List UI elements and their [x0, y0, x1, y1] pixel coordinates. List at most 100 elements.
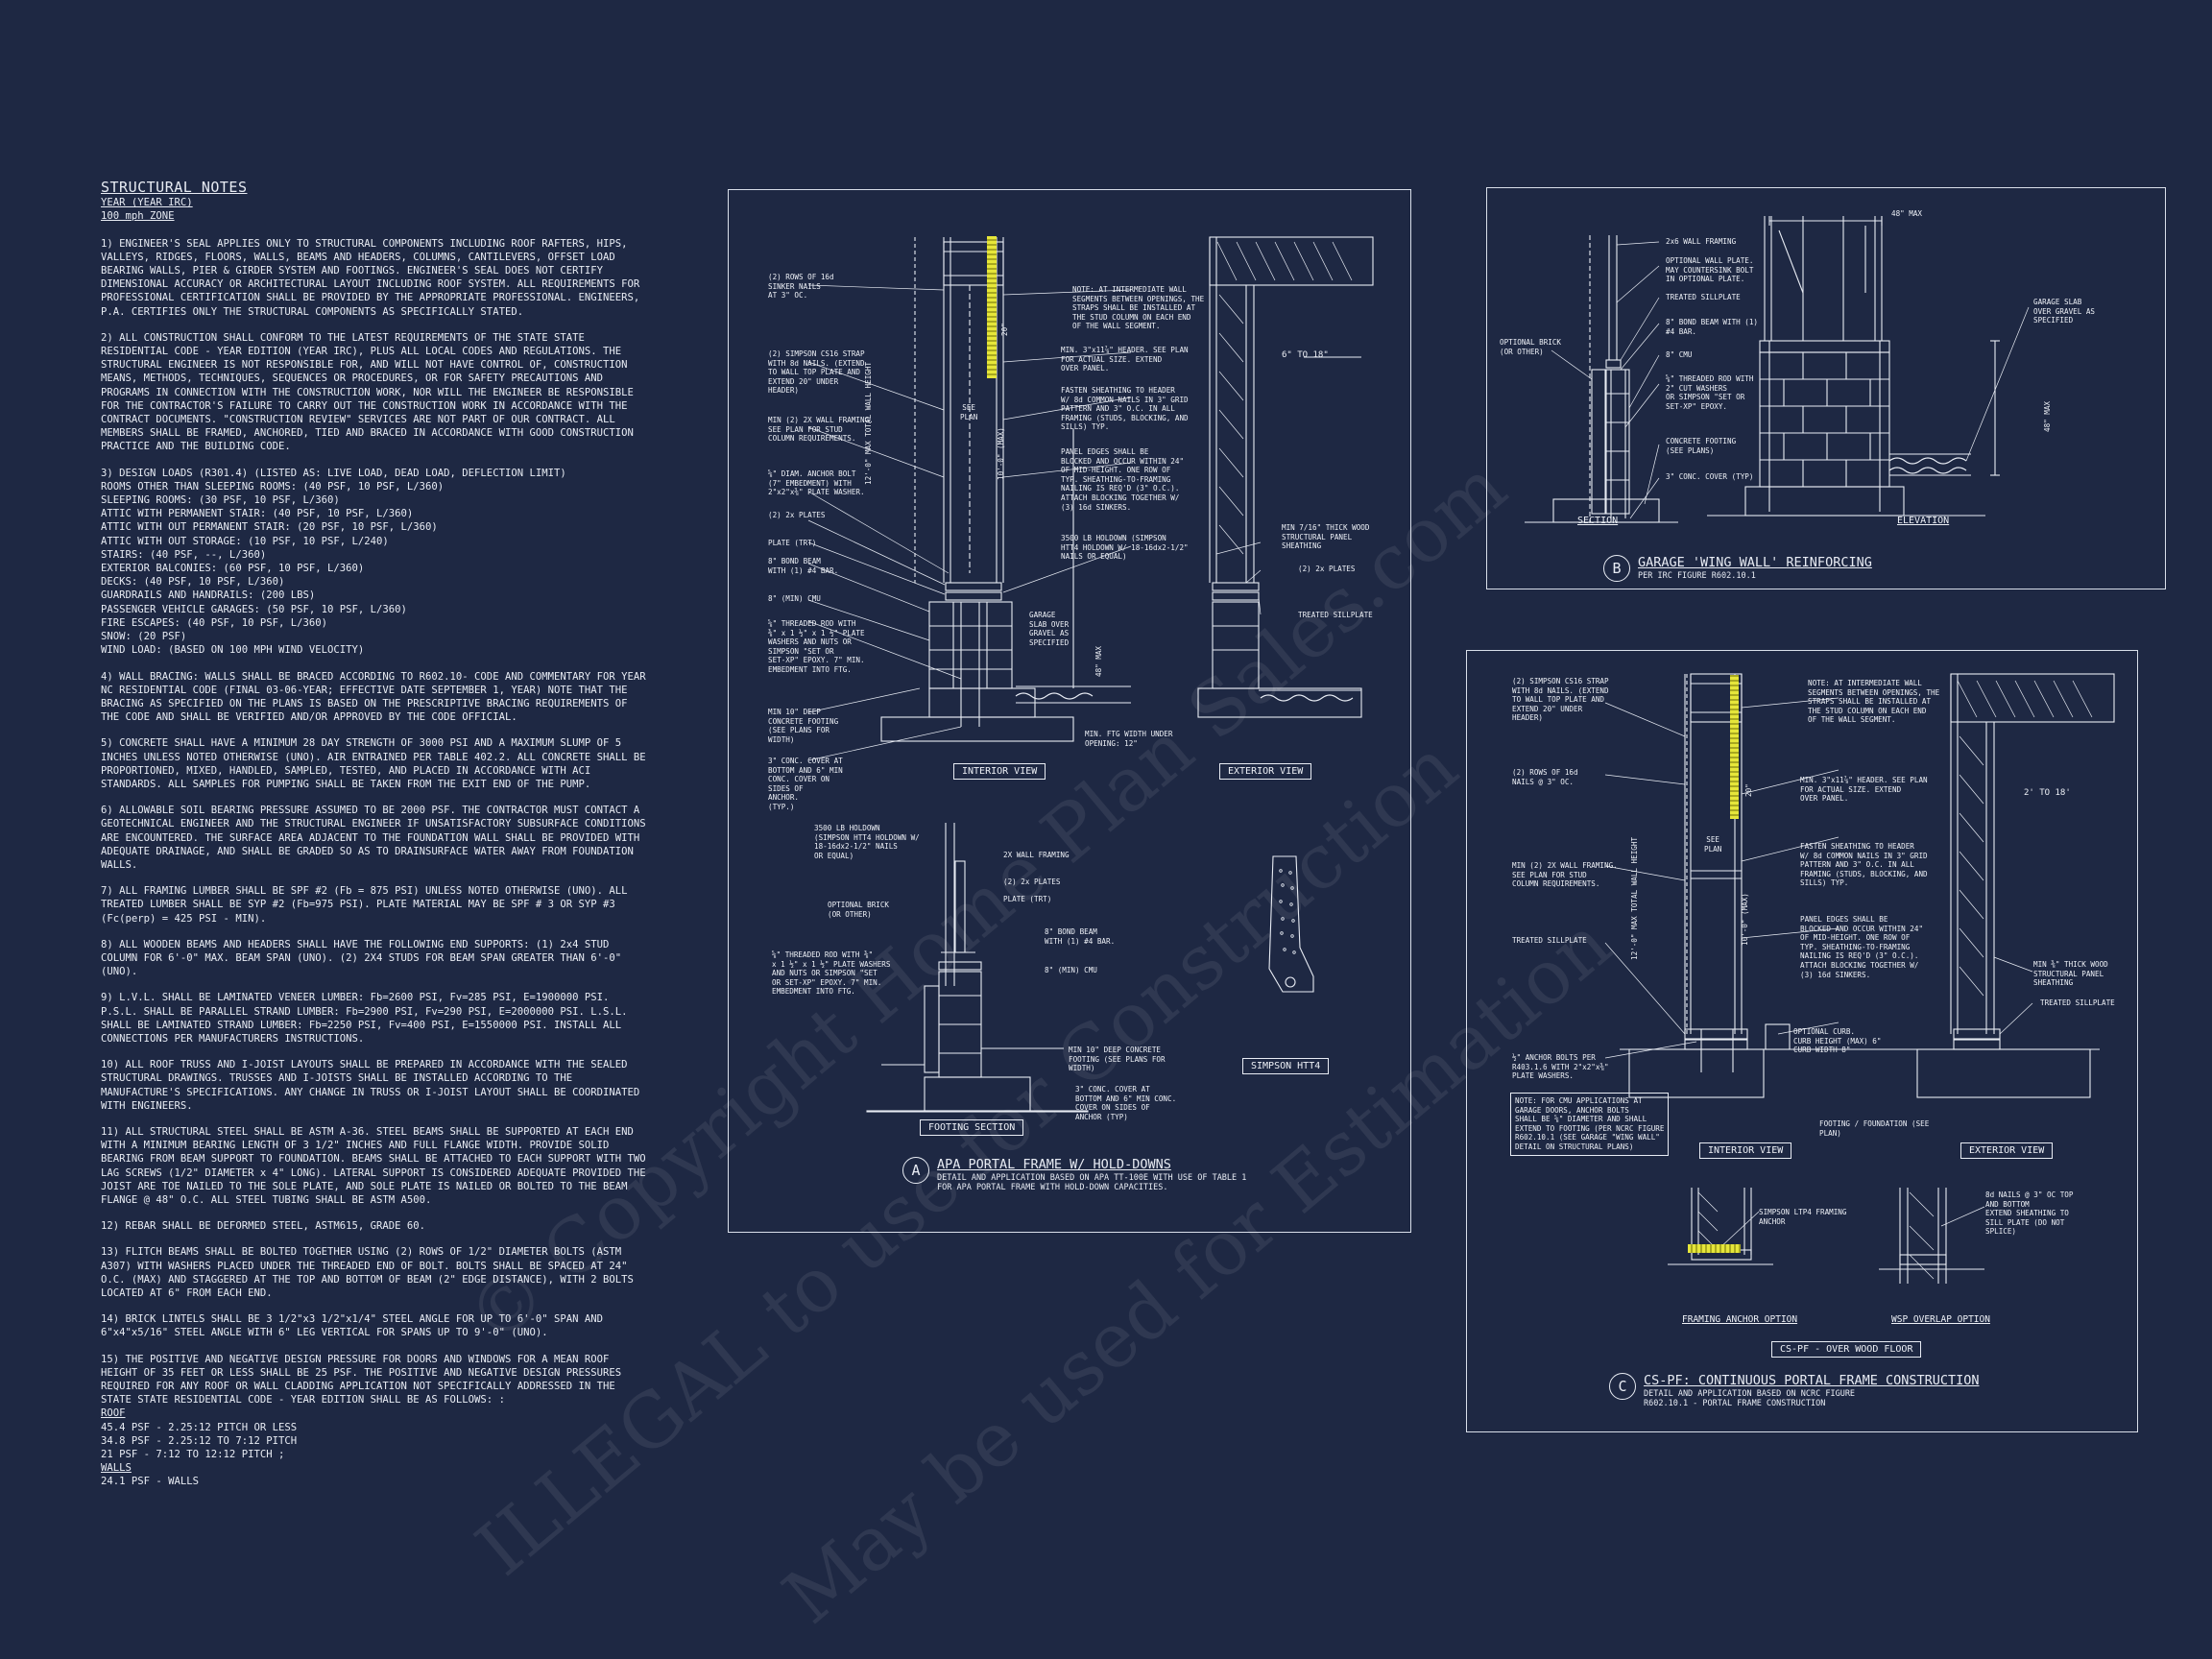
note-12: 12) REBAR SHALL BE DEFORMED STEEL, ASTM6…	[101, 1220, 426, 1233]
panel-c-frame	[1466, 650, 2138, 1432]
label-see-plan: SEE PLAN	[960, 403, 978, 421]
label-c-header: MIN. 3"x11⅞" HEADER. SEE PLAN FOR ACTUAL…	[1800, 776, 1928, 804]
label-anchor-bolt: ⅝" DIAM. ANCHOR BOLT (7" EMBEDMENT) WITH…	[768, 469, 865, 497]
label-garage-slab: GARAGE SLAB OVER GRAVEL AS SPECIFIED	[1029, 611, 1070, 647]
dim-10ft-max: 10'-0" (MAX)	[997, 427, 1005, 480]
footing-section-drawing	[866, 823, 1089, 1113]
label-c-treated-sillplate: TREATED SILLPLATE	[1512, 936, 1587, 945]
label-cs16-strap: (2) SIMPSON CS16 STRAP WITH 8d NAILS. (E…	[768, 349, 865, 396]
dim-c-total-wall-height: 12'-0" MAX TOTAL WALL HEIGHT	[1630, 836, 1639, 960]
label-footing-cover: 3" CONC. COVER AT BOTTOM AND 6" MIN CONC…	[1075, 1085, 1177, 1121]
label-footing-bond-beam: 8" BOND BEAM WITH (1) #4 BAR.	[1045, 927, 1116, 946]
label-c-cmu-note: NOTE: FOR CMU APPLICATIONS AT GARAGE DOO…	[1510, 1093, 1670, 1156]
label-panel-edges: PANEL EDGES SHALL BE BLOCKED AND OCCUR W…	[1061, 447, 1185, 512]
label-c-cs16-strap: (2) SIMPSON CS16 STRAP WITH 8d NAILS. (E…	[1512, 677, 1609, 723]
label-c-2-to-18: 2' TO 18'	[2024, 788, 2071, 798]
c-exterior-drawing	[1888, 673, 2115, 1098]
label-b-bond-beam: 8" BOND BEAM WITH (1) #4 BAR.	[1666, 318, 1759, 336]
label-b-footing: CONCRETE FOOTING (SEE PLANS)	[1666, 437, 1737, 455]
structural-notes: STRUCTURAL NOTES YEAR (YEAR IRC) 100 mph…	[101, 180, 648, 1489]
dim-b-48-side: 48" MAX	[2043, 400, 2052, 432]
dim-20in: 20"	[1000, 323, 1009, 336]
note-13: 13) FLITCH BEAMS SHALL BE BOLTED TOGETHE…	[101, 1246, 634, 1300]
panel-b-frame	[1486, 187, 2166, 589]
label-6-to-18: 6" TO 18"	[1282, 350, 1329, 360]
label-conc-cover: 3" CONC. COVER AT BOTTOM AND 6" MIN CONC…	[768, 757, 843, 811]
notes-year: YEAR (YEAR IRC)	[101, 197, 193, 209]
label-min-cmu: 8" (MIN) CMU	[768, 594, 821, 603]
note-8: 8) ALL WOODEN BEAMS AND HEADERS SHALL HA…	[101, 938, 622, 978]
label-c-ext-sillplate: TREATED SILLPLATE	[2040, 998, 2115, 1007]
note-11: 11) ALL STRUCTURAL STEEL SHALL BE ASTM A…	[101, 1125, 646, 1206]
label-footing-optional-brick: OPTIONAL BRICK (OR OTHER)	[828, 901, 890, 919]
wsp-overlap-title: WSP OVERLAP OPTION	[1891, 1314, 1990, 1325]
label-wood-sheathing: MIN 7/16" THICK WOOD STRUCTURAL PANEL SH…	[1282, 523, 1370, 551]
label-ext-2x-plates: (2) 2x PLATES	[1298, 565, 1356, 573]
label-footing-cmu: 8" (MIN) CMU	[1045, 966, 1097, 974]
notes-wind-zone: 100 mph ZONE	[101, 210, 175, 223]
c-anchor-highlight	[1688, 1244, 1741, 1253]
label-footing-2x-framing: 2X WALL FRAMING	[1003, 851, 1070, 859]
label-c-sheathing: MIN ⅜" THICK WOOD STRUCTURAL PANEL SHEAT…	[2033, 960, 2108, 988]
label-b-2x6-framing: 2x6 WALL FRAMING	[1666, 237, 1737, 246]
label-c-rows-16d: (2) ROWS OF 16d NAILS @ 3" OC.	[1512, 768, 1578, 786]
label-footing-threaded-rod: ⅝" THREADED ROD WITH ⅜" x 1 ½" x 1 ½" PL…	[772, 950, 891, 997]
framing-anchor-title: FRAMING ANCHOR OPTION	[1682, 1314, 1798, 1325]
label-b-treated-sillplate: TREATED SILLPLATE	[1666, 293, 1741, 301]
label-wall-framing: MIN (2) 2X WALL FRAMING. SEE PLAN FOR ST…	[768, 416, 874, 444]
label-c-see-plan: SEE PLAN	[1704, 835, 1722, 854]
caption-c: C CS-PF: CONTINUOUS PORTAL FRAME CONSTRU…	[1609, 1373, 2108, 1411]
label-holdown: 3500 LB HOLDOWN (SIMPSON HTT4 HOLDOWN W/…	[1061, 534, 1189, 562]
caption-b: B GARAGE 'WING WALL' REINFORCING PER IRC…	[1603, 555, 1987, 586]
panel-a-drawing	[807, 236, 1374, 1113]
label-intermediate-note: NOTE: AT INTERMEDIATE WALL SEGMENTS BETW…	[1072, 285, 1205, 331]
note-15: 15) THE POSITIVE AND NEGATIVE DESIGN PRE…	[101, 1353, 622, 1488]
note-2: 2) ALL CONSTRUCTION SHALL CONFORM TO THE…	[101, 331, 634, 453]
label-plate-trt: PLATE (TRT)	[768, 539, 817, 547]
dim-c-10ft-max: 10'-0" (MAX)	[1741, 893, 1749, 946]
exterior-view-title: EXTERIOR VIEW	[1219, 763, 1312, 780]
label-c-anchor-bolts: ½" ANCHOR BOLTS PER R403.1.6 WITH 2"x2"x…	[1512, 1053, 1609, 1081]
c-exterior-view-title: EXTERIOR VIEW	[1960, 1142, 2054, 1159]
label-c-panel-edges: PANEL EDGES SHALL BE BLOCKED AND OCCUR W…	[1800, 915, 1924, 979]
label-b-garage-slab: GARAGE SLAB OVER GRAVEL AS SPECIFIED	[2033, 298, 2096, 325]
label-header: MIN. 3"x11⅞" HEADER. SEE PLAN FOR ACTUAL…	[1061, 346, 1189, 373]
note-1: 1) ENGINEER'S SEAL APPLIES ONLY TO STRUC…	[101, 237, 640, 318]
simpson-htt4-drawing	[1268, 855, 1314, 993]
label-2x-plates: (2) 2x PLATES	[768, 511, 826, 519]
label-c-optional-curb: OPTIONAL CURB. CURB HEIGHT (MAX) 6" CURB…	[1793, 1027, 1882, 1055]
c-interior-view-title: INTERIOR VIEW	[1699, 1142, 1792, 1159]
panel-b-drawing	[1525, 216, 2030, 523]
label-footing-2x-plates: (2) 2x PLATES	[1003, 878, 1061, 886]
note-9: 9) L.V.L. SHALL BE LAMINATED VENEER LUMB…	[101, 992, 628, 1045]
note-7: 7) ALL FRAMING LUMBER SHALL BE SPF #2 (F…	[101, 885, 628, 925]
label-c-intermediate-note: NOTE: AT INTERMEDIATE WALL SEGMENTS BETW…	[1808, 679, 1940, 725]
elevation-drawing	[1707, 216, 2000, 517]
caption-b-letter: B	[1603, 555, 1630, 582]
label-b-optional-brick: OPTIONAL BRICK (OR OTHER)	[1500, 338, 1562, 356]
simpson-htt4-title: SIMPSON HTT4	[1242, 1058, 1330, 1074]
label-bond-beam: 8" BOND BEAM WITH (1) #4 BAR.	[768, 557, 839, 575]
section-drawing	[1525, 235, 1678, 523]
caption-c-title: CS-PF: CONTINUOUS PORTAL FRAME CONSTRUCT…	[1644, 1373, 1980, 1388]
dim-b-48-top: 48" MAX	[1891, 209, 1923, 218]
note-10: 10) ALL ROOF TRUSS AND I-JOIST LAYOUTS S…	[101, 1059, 640, 1112]
dim-48-max: 48" MAX	[1094, 645, 1103, 677]
caption-a: A APA PORTAL FRAME W/ HOLD-DOWNS DETAIL …	[902, 1157, 1382, 1195]
note-4: 4) WALL BRACING: WALLS SHALL BE BRACED A…	[101, 670, 646, 724]
caption-c-subtitle: DETAIL AND APPLICATION BASED ON NCRC FIG…	[1644, 1389, 1856, 1408]
caption-a-letter: A	[902, 1157, 929, 1184]
label-footing-holdown: 3500 LB HOLDOWN (SIMPSON HTT4 HOLDOWN W/…	[814, 824, 920, 860]
label-footing-plate-trt: PLATE (TRT)	[1003, 895, 1052, 903]
note-6: 6) ALLOWABLE SOIL BEARING PRESSURE ASSUM…	[101, 805, 646, 871]
caption-b-title: GARAGE 'WING WALL' REINFORCING	[1638, 555, 1872, 570]
caption-a-title: APA PORTAL FRAME W/ HOLD-DOWNS	[937, 1157, 1171, 1172]
cs-pf-title: CS-PF - OVER WOOD FLOOR	[1771, 1341, 1922, 1358]
panel-b-leaders	[1551, 241, 2030, 519]
note-14: 14) BRICK LINTELS SHALL BE 3 1/2"x3 1/2"…	[101, 1313, 603, 1339]
caption-b-subtitle: PER IRC FIGURE R602.10.1	[1638, 571, 1756, 581]
label-sinker-nails: (2) ROWS OF 16d SINKER NAILS AT 3" OC.	[768, 273, 834, 301]
note-3: 3) DESIGN LOADS (R301.4) (LISTED AS: LIV…	[101, 467, 566, 657]
label-c-8d-nails: 8d NAILS @ 3" OC TOP AND BOTTOM EXTEND S…	[1985, 1190, 2074, 1237]
label-threaded-rod: ⅝" THREADED ROD WITH ⅜" x 1 ½" x 1 ½" PL…	[768, 619, 865, 674]
